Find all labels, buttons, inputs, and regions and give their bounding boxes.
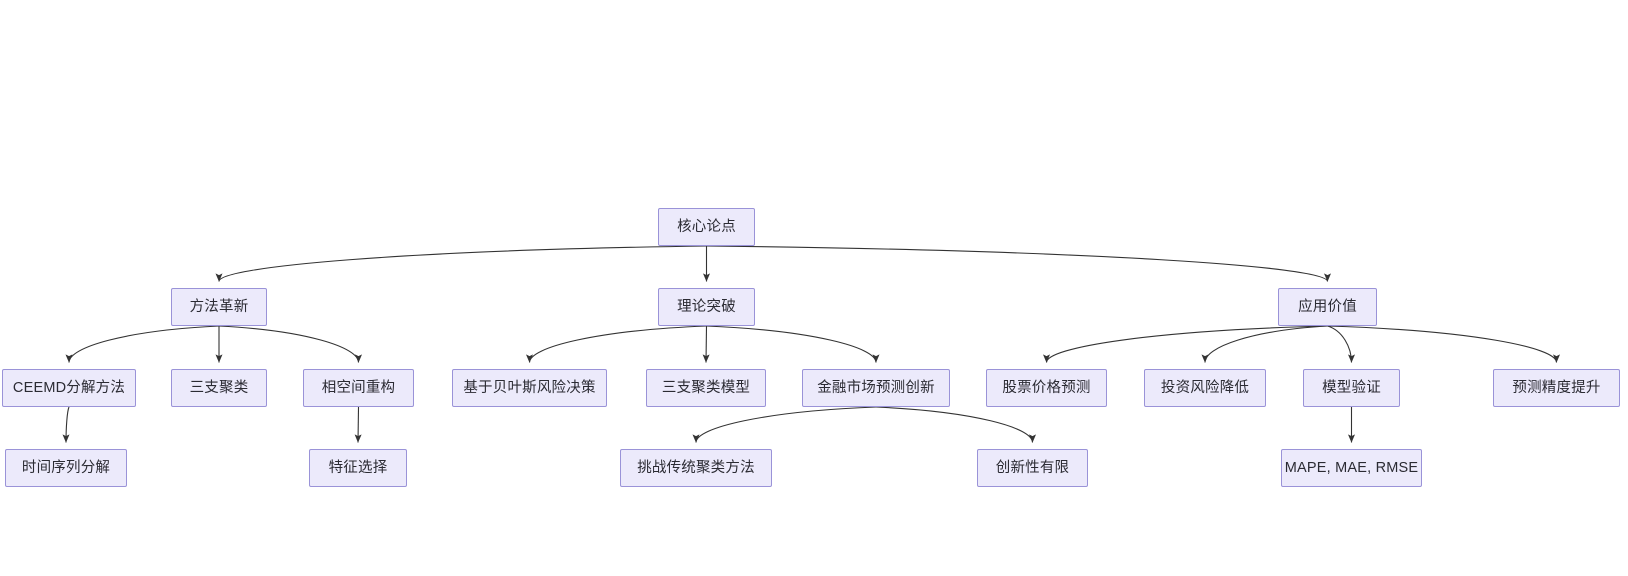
node-three-way-cluster[interactable]: 三支聚类 (171, 369, 267, 407)
node-challenge-cluster[interactable]: 挑战传统聚类方法 (620, 449, 772, 487)
node-three-way-model[interactable]: 三支聚类模型 (646, 369, 766, 407)
node-label: 预测精度提升 (1512, 379, 1601, 396)
node-ts-decompose[interactable]: 时间序列分解 (5, 449, 127, 487)
node-label: 股票价格预测 (1002, 379, 1091, 396)
edge-finance-forecast-to-limited-novelty (875, 406, 1036, 443)
node-label: MAPE, MAE, RMSE (1284, 459, 1419, 476)
node-label: 应用价值 (1298, 298, 1357, 315)
node-label: 创新性有限 (995, 459, 1070, 476)
edge-theory-to-finance-forecast (706, 325, 880, 363)
node-stock-price[interactable]: 股票价格预测 (986, 369, 1107, 407)
node-invest-risk[interactable]: 投资风险降低 (1144, 369, 1266, 407)
edge-root-to-method (215, 245, 707, 282)
node-accuracy-up[interactable]: 预测精度提升 (1493, 369, 1620, 407)
node-label: 时间序列分解 (21, 459, 111, 476)
node-label: 金融市场预测创新 (817, 379, 935, 396)
node-label: 三支聚类模型 (661, 379, 751, 396)
node-limited-novelty[interactable]: 创新性有限 (977, 449, 1088, 487)
edge-method-to-phase-space (218, 325, 362, 363)
node-label: 理论突破 (677, 298, 736, 315)
node-application[interactable]: 应用价值 (1278, 288, 1377, 326)
node-label: 挑战传统聚类方法 (637, 459, 755, 476)
node-label: CEEMD分解方法 (12, 379, 126, 396)
edge-theory-to-bayes-risk (526, 325, 707, 363)
edge-theory-to-three-way-model (702, 325, 710, 363)
node-feature-select[interactable]: 特征选择 (309, 449, 407, 487)
node-label: 相空间重构 (321, 379, 396, 396)
node-root[interactable]: 核心论点 (658, 208, 755, 246)
node-label: 特征选择 (328, 459, 388, 476)
node-ceemd[interactable]: CEEMD分解方法 (2, 369, 136, 407)
node-label: 模型验证 (1322, 379, 1381, 396)
edge-application-to-model-validate (1327, 325, 1356, 363)
edge-finance-forecast-to-challenge-cluster (692, 406, 877, 443)
edge-method-to-ceemd (65, 325, 220, 363)
edge-application-to-stock-price (1043, 325, 1328, 363)
node-model-validate[interactable]: 模型验证 (1303, 369, 1400, 407)
edge-application-to-invest-risk (1201, 325, 1328, 363)
node-bayes-risk[interactable]: 基于贝叶斯风险决策 (452, 369, 607, 407)
edge-root-to-application (706, 245, 1331, 282)
node-method[interactable]: 方法革新 (171, 288, 267, 326)
edge-paths (62, 245, 1560, 443)
node-label: 三支聚类 (189, 379, 249, 396)
edge-phase-space-to-feature-select (354, 406, 362, 443)
node-finance-forecast[interactable]: 金融市场预测创新 (802, 369, 950, 407)
node-label: 核心论点 (677, 218, 736, 235)
edge-ceemd-to-ts-decompose (62, 406, 70, 443)
node-label: 投资风险降低 (1160, 379, 1250, 396)
node-phase-space[interactable]: 相空间重构 (303, 369, 414, 407)
node-theory[interactable]: 理论突破 (658, 288, 755, 326)
node-label: 方法革新 (189, 298, 249, 315)
node-metrics[interactable]: MAPE, MAE, RMSE (1281, 449, 1422, 487)
node-label: 基于贝叶斯风险决策 (463, 379, 596, 396)
edge-application-to-accuracy-up (1327, 325, 1560, 363)
